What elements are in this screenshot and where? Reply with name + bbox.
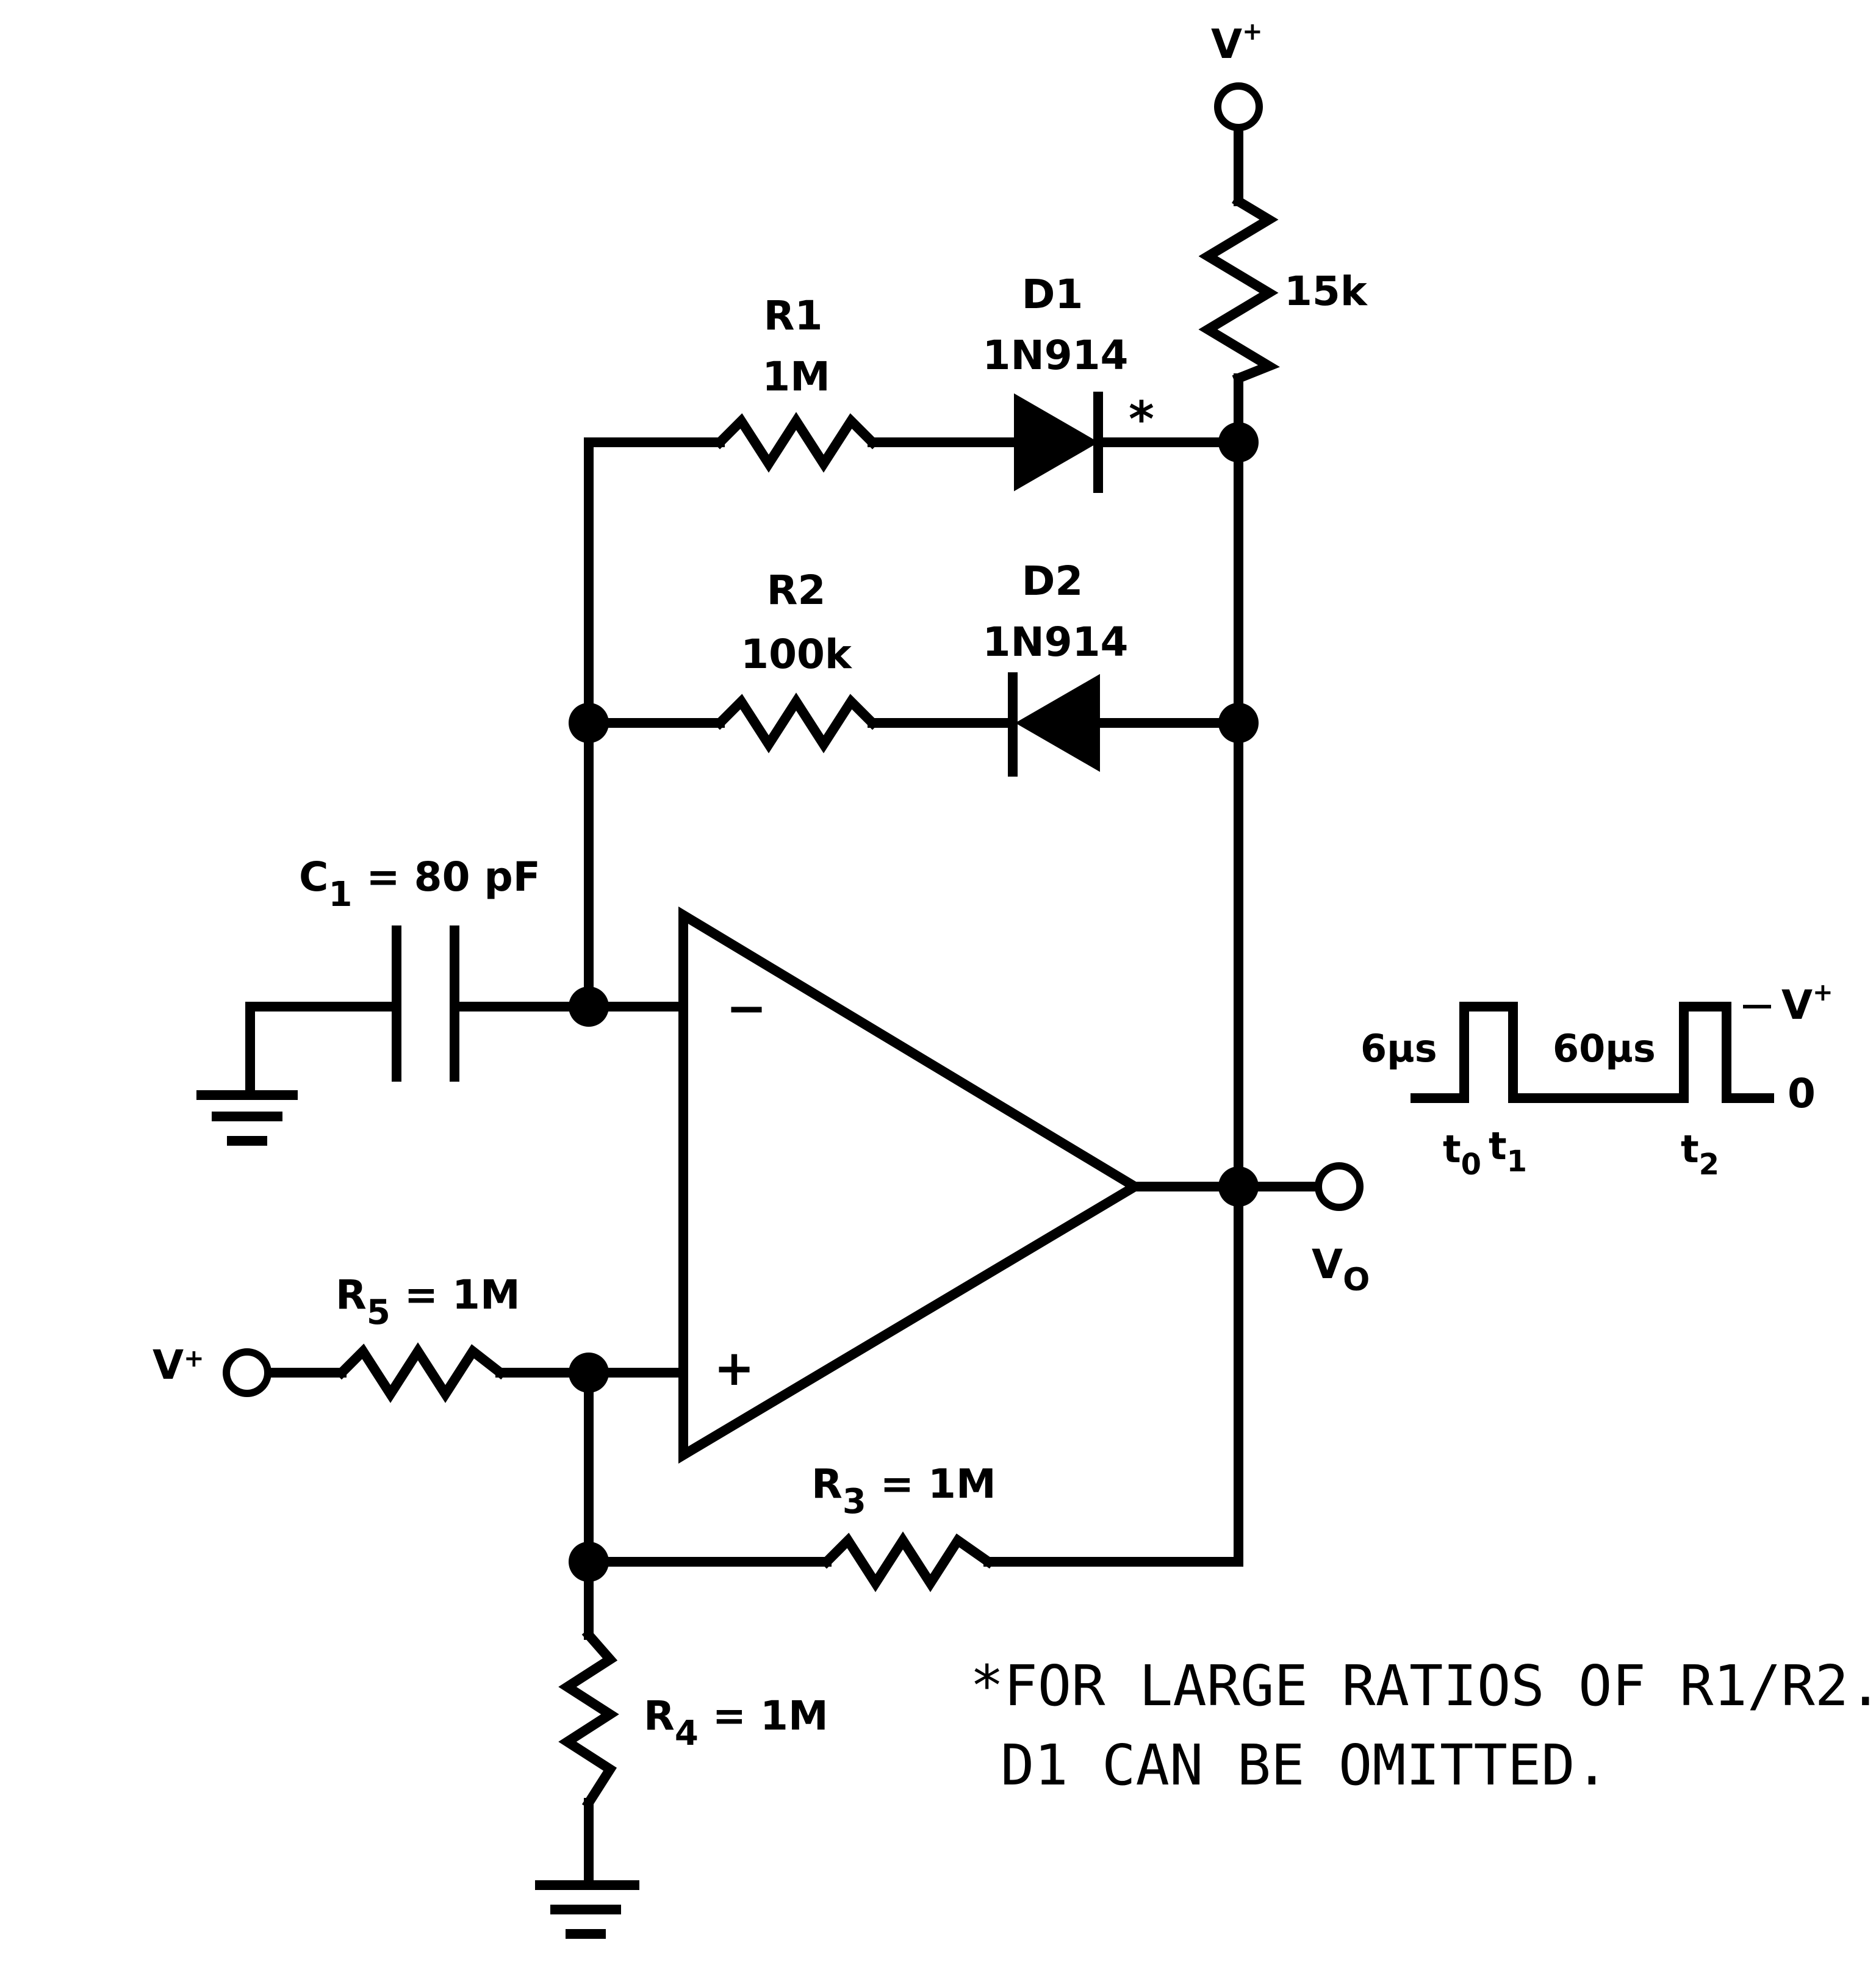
resistor-r2 [713, 692, 880, 753]
capacitor-c1 [392, 925, 459, 1082]
d2-part-label: 1N914 [983, 619, 1129, 666]
d1-part-label: 1N914 [983, 332, 1129, 379]
c1-label: C1 = 80 pF [299, 853, 541, 915]
resistor-15k [1198, 195, 1280, 385]
footnote-line2: D1 CAN BE OMITTED. [1001, 1733, 1609, 1798]
waveform-t0-label: t0 [1443, 1127, 1481, 1182]
ground-r4 [535, 1880, 639, 1939]
waveform-t1-label: t1 [1489, 1124, 1527, 1179]
vplus-left-label: V+ [153, 1342, 204, 1389]
op-amp-minus-sign: − [726, 980, 767, 1037]
output-waveform [1411, 1002, 1774, 1103]
r-15k-label: 15k [1284, 268, 1368, 315]
waveform-zero-label: 0 [1788, 1070, 1816, 1117]
vo-output-terminal [1315, 1162, 1364, 1211]
junction-inverting-input [569, 986, 609, 1027]
op-amp-plus-sign: + [714, 1340, 755, 1396]
r1-name-label: R1 [764, 292, 823, 339]
junction-noninverting-input [569, 1353, 609, 1393]
waveform-period-label: 60μs [1553, 1026, 1656, 1071]
waveform-pulse-width-label: 6μs [1360, 1026, 1437, 1071]
diode-d2 [1008, 672, 1100, 777]
junction-d1-bus [1218, 422, 1259, 462]
r1-value-label: 1M [762, 353, 830, 400]
ground-capacitor [196, 1090, 298, 1146]
footnote-line1: *FOR LARGE RATIOS OF R1/R2. [970, 1653, 1876, 1719]
d1-asterisk: * [1129, 391, 1154, 448]
op-amp-triangle [678, 906, 1145, 1464]
junction-r2-left [569, 703, 609, 743]
d2-name-label: D2 [1022, 558, 1084, 605]
r2-name-label: R2 [767, 567, 826, 614]
r3-label: R3 = 1M [811, 1461, 996, 1522]
resistor-r3 [819, 1531, 996, 1592]
r4-label: R4 = 1M [644, 1692, 828, 1753]
r5-label: R5 = 1M [336, 1271, 520, 1332]
waveform-t2-label: t2 [1681, 1127, 1719, 1182]
waveform-high-label: V+ [1781, 979, 1833, 1029]
resistor-r5 [334, 1342, 508, 1403]
resistor-r4 [558, 1628, 619, 1810]
junction-r3-r4 [569, 1542, 609, 1582]
vplus-top-label: V+ [1211, 18, 1263, 68]
vplus-left-terminal [223, 1348, 271, 1397]
junction-output [1218, 1166, 1259, 1207]
vplus-top-terminal [1214, 82, 1263, 131]
r2-value-label: 100k [741, 631, 853, 678]
resistor-r1 [713, 412, 880, 473]
d1-name-label: D1 [1022, 271, 1084, 318]
junction-d2-bus [1218, 703, 1259, 743]
vo-label: VO [1312, 1241, 1370, 1298]
junction-dots [569, 422, 1259, 1582]
diode-d1 [1014, 392, 1103, 493]
